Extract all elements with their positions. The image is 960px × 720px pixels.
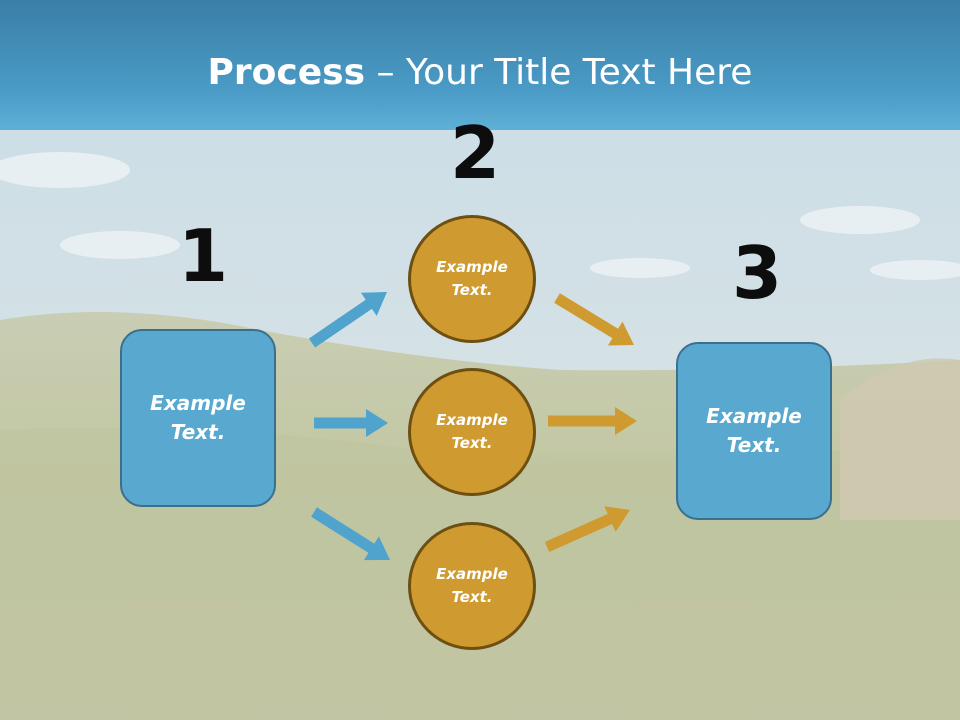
step-2-circle-middle: Example Text. [408,368,536,496]
title-bar [0,0,960,130]
step-2-circle-middle-text: Example Text. [436,411,508,452]
step-1-box: Example Text. [120,329,276,507]
step-2-circle-top-text: Example Text. [436,258,508,299]
title-strong: Process [207,52,366,93]
title-rest: – Your Title Text Here [365,52,753,93]
step-2-circle-bottom-text: Example Text. [436,565,508,606]
step-1-number: 1 [178,214,229,298]
step-3-box: Example Text. [676,342,832,520]
step-1-box-text: Example Text. [150,391,246,444]
step-2-number: 2 [450,111,501,195]
step-2-circle-top: Example Text. [408,215,536,343]
step-3-number: 3 [732,231,783,315]
page-title: Process – Your Title Text Here [0,52,960,93]
step-3-box-text: Example Text. [706,404,802,457]
step-2-circle-bottom: Example Text. [408,522,536,650]
